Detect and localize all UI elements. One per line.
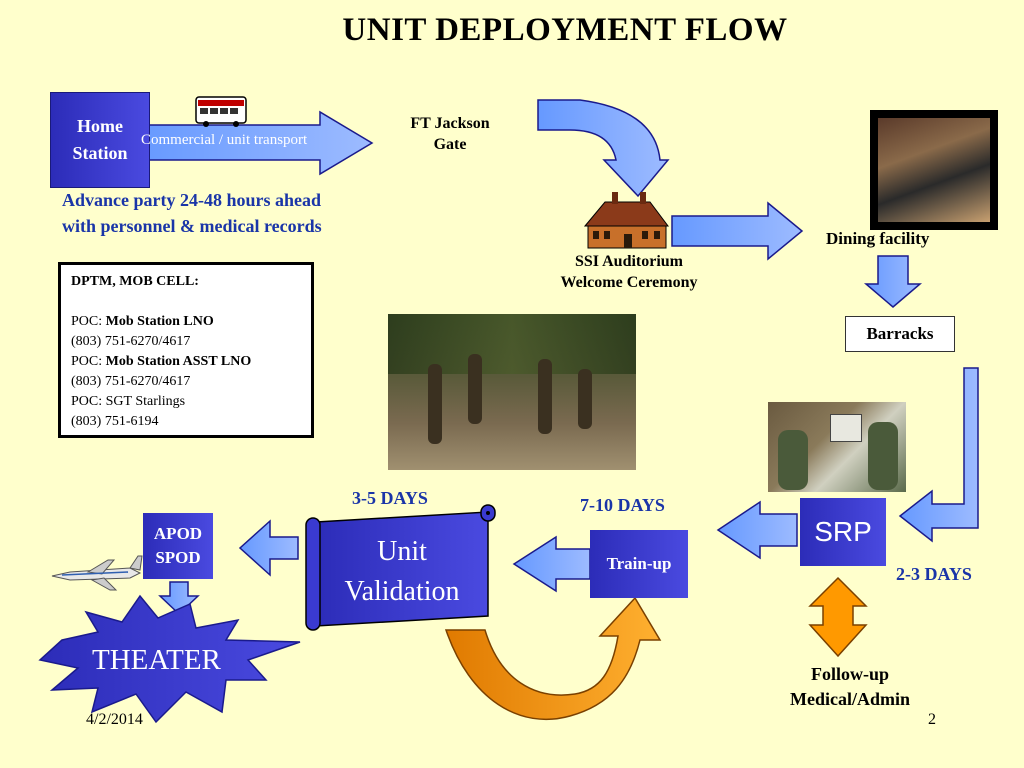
- validation-line1: Unit: [377, 536, 427, 567]
- dptm-contact-box: DPTM, MOB CELL: POC: Mob Station LNO (80…: [58, 262, 314, 438]
- airplane-icon: [51, 555, 143, 591]
- validation-to-apod-arrow: [238, 519, 299, 577]
- srp-days: 2-3 DAYS: [896, 564, 972, 584]
- bus-icon: [195, 96, 247, 127]
- followup-double-arrow: [808, 576, 868, 658]
- poc1-phone: (803) 751-6270/4617: [71, 334, 191, 349]
- apod-label: APOD: [153, 524, 203, 543]
- apod-spod-box: APOD SPOD: [143, 513, 213, 579]
- poc1-prefix: POC:: [71, 314, 106, 329]
- validation-scroll: [305, 504, 496, 631]
- barracks-to-srp-arrow: [898, 367, 979, 543]
- followup-label: Follow-up Medical/Admin: [770, 662, 930, 712]
- page-number: 2: [928, 711, 936, 728]
- poc2-name: Mob Station ASST LNO: [105, 354, 252, 369]
- theater-starburst: [38, 594, 301, 724]
- poc2-phone: (803) 751-6270/4617: [71, 374, 191, 389]
- poc2-prefix: POC:: [71, 354, 106, 369]
- home-station-line1: Home: [77, 116, 123, 136]
- office-photo: [768, 402, 906, 492]
- theater-label: THEATER: [92, 644, 221, 676]
- dining-photo: [870, 110, 998, 230]
- advance-party-line2: with personnel & medical records: [62, 216, 322, 236]
- dining-to-barracks-arrow: [863, 255, 923, 308]
- validation-days: 3-5 DAYS: [352, 488, 428, 508]
- poc3-phone: (803) 751-6194: [71, 414, 159, 429]
- dptm-header: DPTM, MOB CELL:: [71, 274, 199, 289]
- page-title: UNIT DEPLOYMENT FLOW: [342, 12, 788, 48]
- gate-curved-arrow: [537, 99, 670, 198]
- building-icon: [583, 192, 669, 249]
- poc3: POC: SGT Starlings: [71, 394, 186, 409]
- footer-date: 4/2/2014: [86, 711, 143, 728]
- gate-line1: FT Jackson: [410, 115, 490, 132]
- soldiers-marching-photo: [388, 314, 636, 470]
- trainup-to-validation-arrow: [512, 535, 591, 593]
- spod-label: SPOD: [155, 548, 201, 567]
- followup-line1: Follow-up: [810, 664, 889, 684]
- transport-label: Commercial / unit transport: [141, 132, 308, 148]
- auditorium-line2: Welcome Ceremony: [560, 274, 698, 291]
- trainup-days: 7-10 DAYS: [580, 495, 665, 515]
- advance-party-text: Advance party 24-48 hours ahead with per…: [62, 187, 322, 239]
- srp-to-trainup-arrow: [716, 500, 798, 560]
- validation-label: Unit Validation: [320, 532, 484, 612]
- followup-line2: Medical/Admin: [790, 689, 910, 709]
- srp-box: SRP: [800, 498, 886, 566]
- orange-loop-arrow: [444, 596, 662, 721]
- poc1-name: Mob Station LNO: [105, 314, 214, 329]
- barracks-box: Barracks: [845, 316, 955, 352]
- home-station-line2: Station: [72, 143, 128, 163]
- gate-line2: Gate: [433, 136, 467, 153]
- trainup-box: Train-up: [590, 530, 688, 598]
- auditorium-label: SSI Auditorium Welcome Ceremony: [536, 251, 722, 293]
- transport-arrow: [137, 110, 374, 176]
- validation-line2: Validation: [344, 576, 460, 607]
- gate-label: FT Jackson Gate: [392, 113, 508, 155]
- auditorium-to-dining-arrow: [671, 201, 804, 261]
- advance-party-line1: Advance party 24-48 hours ahead: [62, 190, 322, 210]
- auditorium-line1: SSI Auditorium: [574, 253, 684, 270]
- dining-label: Dining facility: [826, 229, 930, 248]
